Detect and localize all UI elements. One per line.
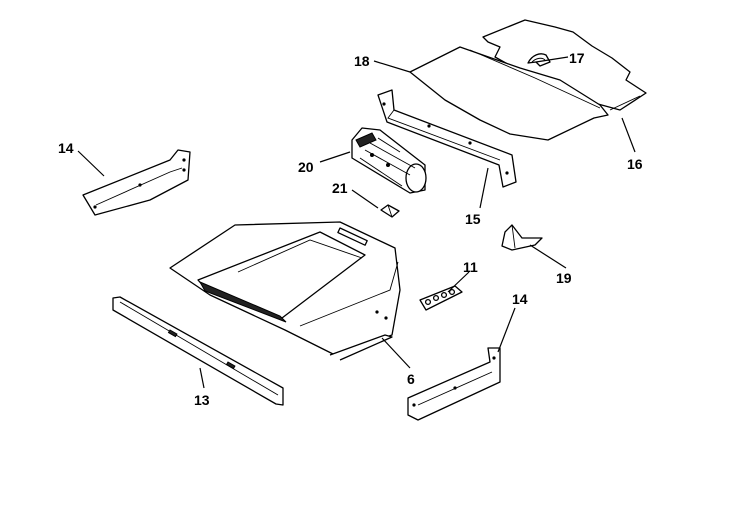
callout-6: 6 (407, 371, 415, 387)
leader-lines (77, 56, 636, 389)
part-15-bracket-rail (377, 89, 517, 188)
part-11-terminal-block (419, 285, 463, 311)
part-14-left-side-bracket (82, 149, 191, 216)
callout-18: 18 (354, 53, 370, 69)
callout-14-right: 14 (512, 291, 528, 307)
callout-14-left: 14 (58, 140, 74, 156)
part-16-top-panel (482, 19, 647, 111)
callout-16: 16 (627, 156, 643, 172)
part-20-blower-motor (351, 127, 427, 194)
callout-15: 15 (465, 211, 481, 227)
callout-17: 17 (569, 50, 585, 66)
callout-11: 11 (463, 259, 478, 275)
callout-19: 19 (556, 270, 572, 286)
part-13-front-rail (112, 296, 284, 406)
part-19-small-bracket (501, 224, 543, 251)
part-6-main-shelf (169, 221, 401, 361)
part-17-clip (527, 53, 551, 67)
part-14-right-side-bracket (407, 347, 501, 421)
callout-13: 13 (194, 392, 210, 408)
part-21-connector (380, 204, 400, 218)
callout-21: 21 (332, 180, 348, 196)
callout-20: 20 (298, 159, 314, 175)
part-18-top-sheet (409, 46, 609, 141)
